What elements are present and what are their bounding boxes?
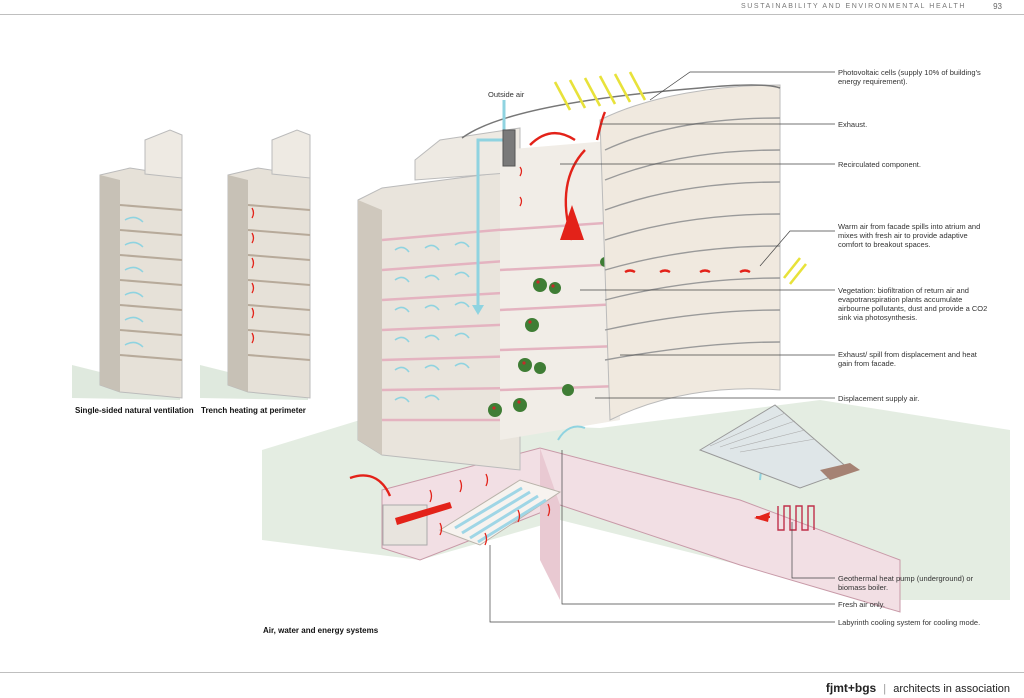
- roof-canopy: [461, 84, 781, 139]
- skylight-structure: [698, 404, 860, 489]
- callout-geothermal: Geothermal heat pump (underground) or bi…: [838, 574, 974, 592]
- basement-wall: [540, 448, 560, 600]
- callout-labyrinth: Labyrinth cooling system for cooling mod…: [838, 618, 981, 627]
- callout-exhaust-spill: Exhaust/ spill from displacement and hea…: [838, 350, 977, 368]
- footer-tagline: architects in association: [893, 683, 1010, 695]
- ahu-unit: [502, 129, 516, 167]
- small-building-right: [200, 129, 311, 400]
- callout-fresh-air: Fresh air only.: [838, 600, 885, 609]
- main-building-left-wing: [357, 127, 521, 471]
- outside-air-label: Outside air: [488, 90, 525, 99]
- geothermal-coil: [777, 505, 815, 531]
- caption-main-diagram: Air, water and energy systems: [263, 626, 379, 635]
- labyrinth-channels: [454, 486, 547, 544]
- caption-trench-heating: Trench heating at perimeter: [201, 406, 306, 415]
- heat-squiggles: [429, 166, 551, 546]
- section-title: SUSTAINABILITY AND ENVIRONMENTAL HEALTH: [741, 3, 966, 10]
- atrium: [488, 140, 621, 440]
- footer-separator: |: [883, 683, 887, 695]
- footer-logo: fjmt+bgs: [825, 681, 877, 695]
- callout-photovoltaic: Photovoltaic cells (supply 10% of buildi…: [838, 68, 981, 86]
- callout-recirculated: Recirculated component.: [838, 160, 921, 169]
- curved-facade: [461, 84, 781, 421]
- callout-warm-air: Warm air from facade spills into atrium …: [838, 222, 981, 249]
- header-rule: [0, 14, 1024, 15]
- warm-duct: [395, 502, 452, 525]
- leader-lines: [489, 71, 835, 623]
- fresh-air-riser: [476, 100, 508, 305]
- footer-rule: [0, 672, 1024, 673]
- small-building-left: [72, 129, 183, 400]
- callout-displacement: Displacement supply air.: [838, 394, 920, 403]
- footer-brand: fjmt+bgs | architects in association: [826, 681, 1010, 695]
- callout-exhaust: Exhaust.: [838, 120, 868, 129]
- caption-natural-ventilation: Single-sided natural ventilation: [75, 406, 194, 415]
- page-number: 93: [993, 2, 1002, 11]
- solar-rays: [553, 71, 808, 285]
- callout-vegetation: Vegetation: biofiltration of return air …: [838, 286, 988, 322]
